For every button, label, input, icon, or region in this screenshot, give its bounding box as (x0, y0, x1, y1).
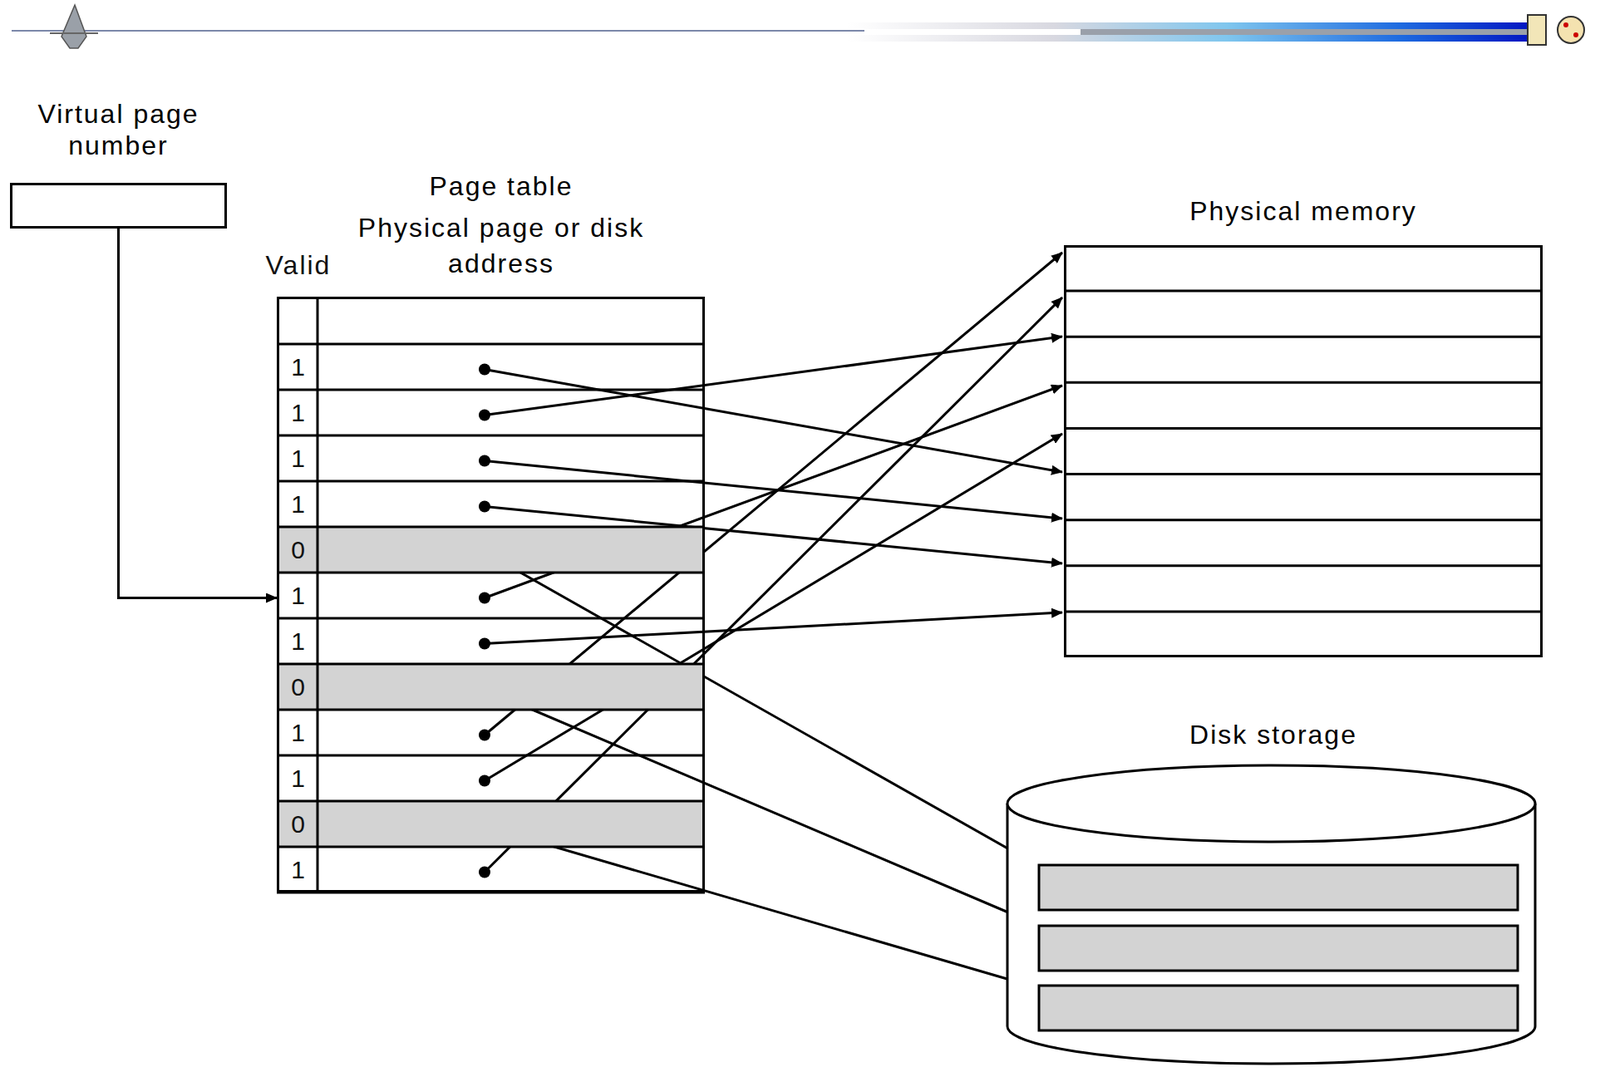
valid-bit: 1 (280, 396, 317, 430)
mapping-arrow (484, 336, 1063, 416)
mapping-arrow (484, 433, 1063, 782)
valid-bit: 1 (280, 442, 317, 476)
valid-bit: 0 (280, 670, 317, 704)
mapping-arrow (484, 827, 1036, 989)
node-title: Physical memory (1137, 193, 1470, 230)
valid-bit: 1 (280, 487, 317, 522)
page-table-grid (276, 296, 705, 893)
mapping-arrow (484, 461, 1063, 520)
valid-bit: 1 (280, 579, 317, 613)
page-table: Page tablePhysical page or disk address (276, 296, 705, 893)
node-title: Virtual page number (9, 98, 227, 162)
valid-bit: 0 (280, 533, 317, 567)
node-title: Page table (334, 168, 668, 205)
valid-bit: 0 (280, 807, 317, 842)
mapping-arrow (484, 297, 1063, 873)
memory-block: Physical memory (1063, 245, 1543, 658)
valid-bit: 1 (280, 716, 317, 750)
index-box: Virtual page number (9, 182, 227, 229)
valid-bit: 1 (280, 625, 317, 659)
valid-bit: 1 (280, 762, 317, 796)
mapping-arrow (484, 252, 1063, 736)
index-arrow (118, 228, 278, 599)
header-bar (11, 4, 1585, 49)
disk-cylinder-outline (1004, 760, 1538, 1067)
valid-bit: 1 (280, 853, 317, 887)
disk-cylinder: Disk storage (1004, 760, 1538, 1067)
valid-bit: 1 (280, 350, 317, 384)
column-heading: Physical page or disk address (355, 210, 647, 282)
memory-rows (1063, 290, 1543, 612)
column-label: Valid (256, 248, 340, 282)
node-title: Disk storage (1107, 717, 1440, 754)
